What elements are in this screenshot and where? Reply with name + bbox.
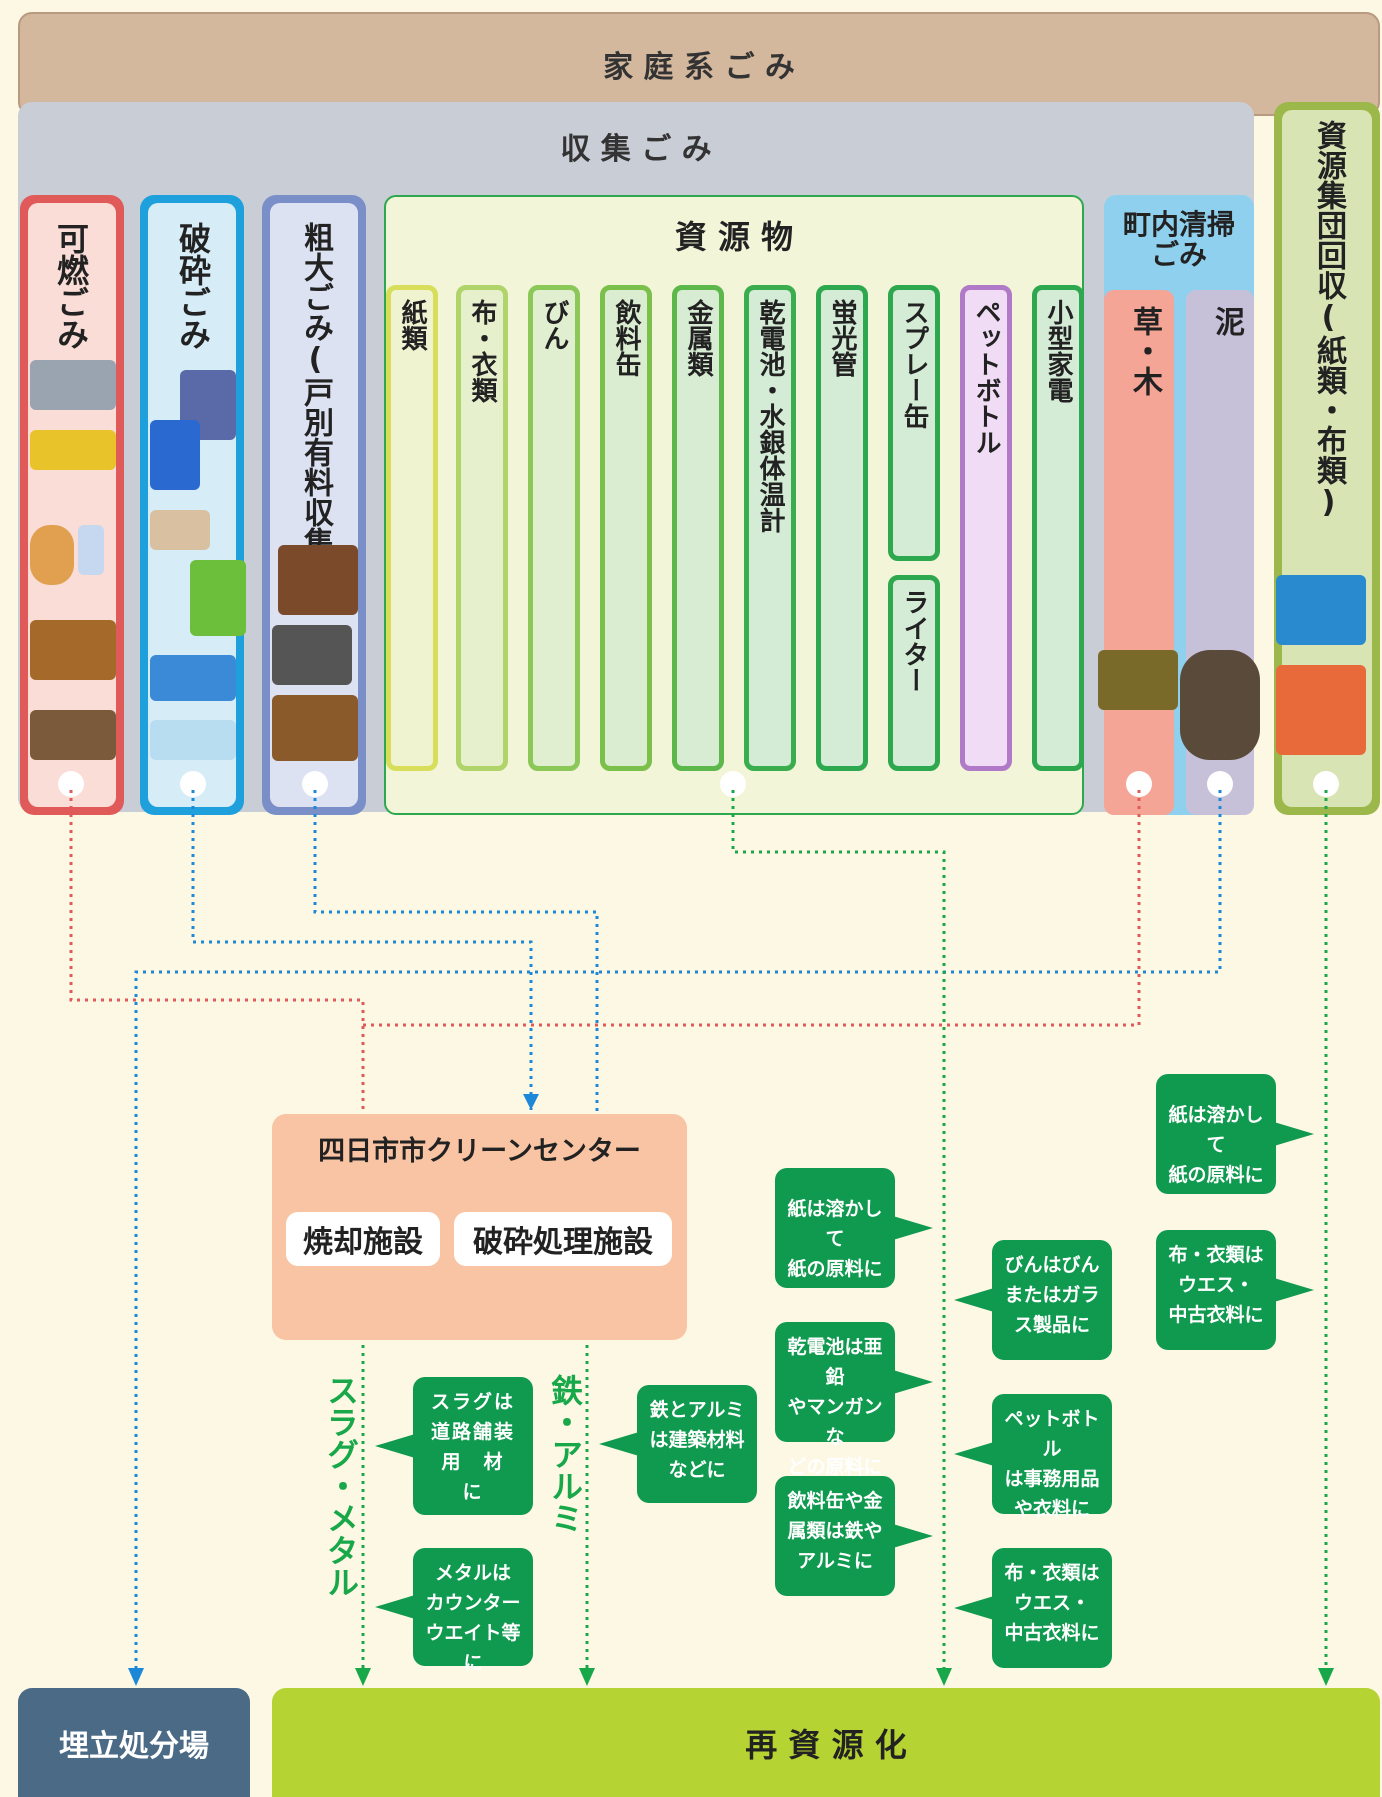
- collected-waste-title: 収 集 ご み: [560, 132, 712, 167]
- burnable-inner: [28, 203, 116, 807]
- metal-note-text: メタルは カウンター ウエイト等に: [425, 1562, 521, 1674]
- paper-note: 紙は溶かして 紙の原料に: [775, 1168, 933, 1288]
- battery-note-text: 乾電池は亜鉛 やマンガンな どの原料に: [787, 1336, 883, 1478]
- bottles-note-text: びんはびん またはガラ ス製品に: [1004, 1254, 1100, 1336]
- resource-column-paper: [386, 285, 438, 771]
- resource-column-fluorescent: [816, 285, 868, 771]
- resource-column-drink-cans: [600, 285, 652, 771]
- grass-column: [1104, 290, 1174, 815]
- mud-label: 泥: [1209, 306, 1244, 336]
- dresser-icon: [272, 695, 358, 761]
- grass-wood-icon: [1098, 650, 1178, 710]
- burnable-label: 可燃ごみ: [52, 222, 90, 350]
- paper-bundle-icon: [1276, 575, 1366, 645]
- glass-plate-icon: [150, 720, 236, 760]
- cans-note: 飲料缶や金 属類は鉄や アルミに: [775, 1476, 933, 1596]
- resource-label-drink-cans: 飲料缶: [611, 299, 641, 377]
- cloth-note-text: 布・衣類は ウエス・ 中古衣料に: [1004, 1562, 1100, 1644]
- resource-column-batteries: [744, 285, 796, 771]
- slag-note-text: スラグは 道路舗装 用 材 に: [430, 1391, 515, 1503]
- fish-bone-icon: [30, 360, 116, 410]
- grass-label: 草・木: [1127, 306, 1162, 396]
- iron-aluminum-label: 鉄・アルミ: [546, 1374, 584, 1534]
- incineration-facility: 焼却施設: [286, 1212, 440, 1266]
- exercise-bike-icon: [272, 625, 352, 685]
- battery-note: 乾電池は亜鉛 やマンガンな どの原料に: [775, 1322, 933, 1478]
- banana-peel-icon: [30, 430, 116, 470]
- slag-note: スラグは 道路舗装 用 材 に: [375, 1377, 533, 1515]
- resource-column-cloth: [456, 285, 508, 771]
- resource-label-batteries: 乾電池・水銀体温計: [755, 299, 785, 533]
- branches-icon: [30, 620, 116, 680]
- recycling-box: 再 資 源 化: [272, 1688, 1380, 1797]
- slag-metal-label: スラグ・メタル: [322, 1374, 360, 1598]
- suitcase-icon: [150, 420, 200, 490]
- resource-label-paper: 紙類: [397, 299, 427, 351]
- resource-column-lighters: [888, 575, 940, 771]
- group-cloth-note-text: 布・衣類は ウエス・ 中古衣料に: [1168, 1244, 1264, 1326]
- paper-note-text: 紙は溶かして 紙の原料に: [787, 1198, 883, 1280]
- shelf-icon: [190, 560, 246, 636]
- bottles-note: びんはびん またはガラ ス製品に: [954, 1240, 1112, 1360]
- crushable-inner: [148, 203, 236, 807]
- resource-column-spray-cans: [888, 285, 940, 561]
- clean-center-title: 四日市市クリーンセンター: [318, 1135, 641, 1167]
- resource-column-pet-bottles: [960, 285, 1012, 771]
- cushion-icon: [150, 655, 236, 701]
- resource-column-bottles: [528, 285, 580, 771]
- group-paper-note: 紙は溶かして 紙の原料に: [1156, 1074, 1314, 1194]
- clay-pot-icon: [150, 510, 210, 550]
- resources-title: 資 源 物: [674, 218, 794, 256]
- iron-aluminum-note-text: 鉄とアルミ は建築材料 などに: [649, 1399, 745, 1481]
- resource-label-lighters: ライター: [899, 589, 929, 693]
- group-paper-note-text: 紙は溶かして 紙の原料に: [1168, 1104, 1264, 1186]
- iron-aluminum-note: 鉄とアルミ は建築材料 などに: [599, 1385, 757, 1503]
- crushing-facility: 破砕処理施設: [454, 1212, 672, 1266]
- group-collection-label: 資源集団回収(紙類・布類): [1311, 120, 1346, 520]
- resource-column-small-appliances: [1032, 285, 1084, 771]
- massage-chair-icon: [278, 545, 358, 615]
- town-cleaning-title: 町内清掃 ごみ: [1122, 208, 1235, 271]
- resource-label-small-appliances: 小型家電: [1043, 299, 1073, 403]
- detergent-bottle-icon: [78, 525, 104, 575]
- resource-label-cloth: 布・衣類: [467, 299, 497, 403]
- resource-label-pet-bottles: ペットボトル: [971, 299, 1001, 455]
- resource-label-bottles: びん: [539, 299, 569, 351]
- pet-bottle-note: ペットボトル は事務用品 や衣料に: [954, 1394, 1112, 1520]
- bulky-label: 粗大ごみ(戸別有料収集): [298, 222, 333, 592]
- landfill-box: 埋立処分場: [18, 1688, 250, 1797]
- group-cloth-note: 布・衣類は ウエス・ 中古衣料に: [1156, 1230, 1314, 1350]
- teddy-bear-icon: [30, 525, 74, 585]
- resource-label-spray-cans: スプレー缶: [899, 299, 929, 429]
- crushable-label: 破砕ごみ: [174, 222, 212, 350]
- cloth-note: 布・衣類は ウエス・ 中古衣料に: [954, 1548, 1112, 1668]
- cans-note-text: 飲料缶や金 属類は鉄や アルミに: [787, 1490, 883, 1572]
- resource-label-fluorescent: 蛍光管: [827, 299, 857, 377]
- pet-bottle-note-text: ペットボトル は事務用品 や衣料に: [1004, 1408, 1100, 1520]
- household-waste-title: 家 庭 系 ご み: [603, 50, 795, 85]
- clothes-icon: [1276, 665, 1366, 755]
- resource-label-metals: 金属類: [683, 299, 713, 377]
- metal-note: メタルは カウンター ウエイト等に: [375, 1548, 533, 1674]
- resource-column-metals: [672, 285, 724, 771]
- mud-icon: [1180, 650, 1260, 760]
- shoes-bag-icon: [30, 710, 116, 760]
- household-waste-band: 家 庭 系 ご み: [18, 12, 1380, 116]
